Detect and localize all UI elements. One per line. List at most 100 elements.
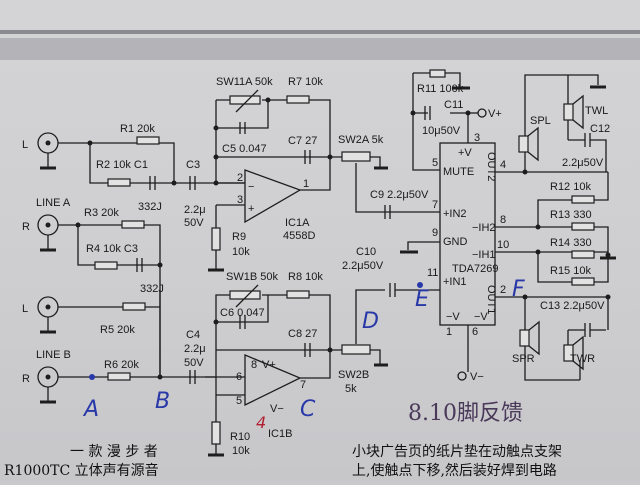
r4-c3-label: R4 10k C3: [86, 243, 138, 255]
output-network: [495, 74, 616, 381]
r2-c1-label: R2 10k C1: [96, 159, 148, 171]
handwritten-a: A: [82, 397, 99, 422]
r15-label: R15 10k: [550, 265, 591, 277]
c11-value: 10μ50V: [422, 125, 461, 137]
r1-label: R1 20k: [120, 123, 155, 135]
handwritten-f: F: [512, 277, 525, 302]
inverting-mark: −: [248, 181, 254, 193]
pin7: 7: [300, 379, 306, 391]
sw2b-value: 5k: [345, 383, 357, 395]
ih1-label: −IH1: [472, 249, 496, 261]
ic1a-part: 4558D: [283, 230, 315, 242]
c10-label: C10: [356, 246, 376, 258]
jack-label-r2: R: [22, 373, 30, 385]
vminus-pin: V−: [270, 403, 284, 415]
ic-pin11: 11: [427, 267, 438, 279]
handwritten-e: E: [415, 287, 429, 312]
ic-pin7: 7: [432, 199, 438, 211]
r9-value: 10k: [232, 246, 250, 258]
sw2b-label: SW2B: [338, 369, 369, 381]
c3-value: 2.2μ: [184, 204, 206, 216]
pin6: 6: [236, 371, 242, 383]
c3-voltage: 50V: [184, 217, 204, 229]
sw11a-label: SW11A 50k: [216, 76, 273, 88]
r10-value: 10k: [232, 445, 250, 457]
r11-label: R11 100k: [417, 83, 464, 95]
mute-label: MUTE: [443, 166, 474, 178]
vminus-label: V−: [470, 371, 484, 383]
noninverting-mark: +: [248, 203, 254, 215]
ic-pin6: 6: [472, 326, 478, 338]
c13-label: C13 2.2μ50V: [540, 300, 605, 312]
ih2-label: −IH2: [472, 222, 496, 234]
cut-heading-band: [0, 38, 640, 60]
c4-label: C4: [186, 329, 200, 341]
ic1a-label: IC1A: [285, 217, 310, 229]
ic-minusv2: −V: [474, 311, 488, 323]
resistor-r6: [107, 372, 131, 381]
ic-pin5: 5: [432, 157, 438, 169]
handwritten-b: B: [155, 389, 170, 414]
resistor-r3: [121, 220, 145, 229]
handwritten-c: C: [300, 397, 316, 422]
c12-label: C12: [590, 123, 610, 135]
resistor-r5: [122, 302, 146, 311]
input-wiring: [58, 142, 245, 378]
handwritten-4: 4: [256, 413, 266, 432]
ic-pin9: 9: [432, 227, 438, 239]
r3-label: R3 20k: [84, 207, 119, 219]
capacitor-c4: [189, 370, 196, 384]
opamp-ic1b: [205, 284, 333, 457]
ic-pin8: 8: [500, 214, 506, 226]
c3b-value: 332J: [140, 283, 164, 295]
c5-label: C5 0.047: [222, 143, 267, 155]
resistor-r2: [107, 178, 131, 187]
opamp-ic1a: [208, 89, 333, 272]
jack-l1: [37, 132, 59, 170]
c1-value: 332J: [138, 201, 162, 213]
twl-label: TWL: [585, 105, 608, 117]
r8-label: R8 10k: [288, 271, 323, 283]
sw1b-label: SW1B 50k: [226, 271, 278, 283]
resistor-r1: [136, 136, 160, 145]
handwritten-note: 8.10脚反馈: [408, 401, 523, 426]
c10-value: 2.2μ50V: [342, 260, 384, 272]
in1-label: +IN1: [443, 276, 467, 288]
jack-label-l1: L: [22, 139, 28, 151]
c11-label: C11: [444, 99, 463, 111]
jack-l2: [37, 296, 59, 334]
vplus-pin: V+: [262, 359, 276, 371]
r5-label: R5 20k: [100, 324, 135, 336]
capacitor-c3b: [136, 258, 143, 272]
article-right-line2: 上,使触点下移,然后装好焊到电路: [352, 462, 557, 479]
jack-label-r1: R: [22, 221, 30, 233]
line-a-label: LINE A: [36, 197, 71, 209]
spl-label: SPL: [530, 115, 551, 127]
ic-pin2: 2: [500, 284, 506, 296]
ic-pin1: 1: [446, 326, 452, 338]
in2-label: +IN2: [443, 208, 467, 220]
capacitor-c3: [189, 176, 196, 190]
pot-sw2a: [330, 151, 440, 219]
spr-label: SPR: [512, 353, 535, 365]
out2-label: OUT2: [485, 152, 497, 181]
pin5: 5: [236, 395, 242, 407]
ic-pin4: 4: [500, 159, 506, 171]
article-left-line1: 一 款 漫 步 者: [70, 444, 158, 460]
twr-label: TWR: [570, 353, 595, 365]
c8-label: C8 27: [288, 328, 317, 340]
pot-sw2b: [330, 283, 440, 367]
ic-pin10: 10: [497, 239, 509, 251]
c6-label: C6 0.047: [220, 307, 265, 319]
ic1b-label: IC1B: [268, 428, 292, 440]
pin3: 3: [237, 194, 243, 206]
pin1: 1: [303, 178, 309, 190]
capacitor-c1: [149, 176, 156, 190]
c9-label: C9 2.2μ50V: [370, 189, 429, 201]
chip-tda7269: [400, 69, 496, 381]
pin2: 2: [237, 172, 243, 184]
ic-part-label: TDA7269: [452, 263, 498, 275]
handwritten-d: D: [362, 309, 379, 334]
page-fold-line: [0, 30, 640, 34]
